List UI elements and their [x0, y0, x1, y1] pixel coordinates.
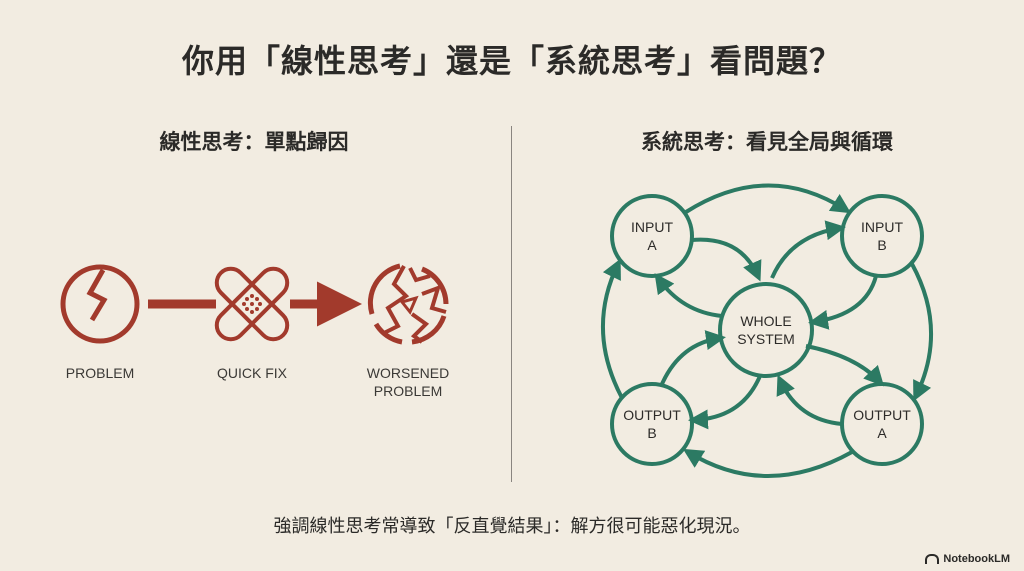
notebooklm-icon [925, 554, 940, 564]
node-whole-system [718, 282, 814, 378]
node-label-input-a: INPUT A [631, 219, 673, 253]
arrow-whole-to-inputb [770, 220, 846, 279]
problem-icon [60, 264, 140, 344]
brand-logo: NotebookLM [925, 553, 1010, 565]
panel-divider [511, 126, 512, 482]
arrow-outputa-to-whole [776, 374, 843, 426]
linear-heading: 線性思考：單點歸因 [159, 130, 349, 154]
arrow-whole-to-inputa [654, 273, 723, 318]
node-label-output-b: OUTPUT B [623, 407, 681, 441]
arrow-whole-to-outputb [688, 375, 762, 430]
node-label-whole-system: WHOLE SYSTEM [737, 313, 795, 347]
page-title: 你用「線性思考」還是「系統思考」看問題？ [181, 42, 842, 80]
node-label-input-b: INPUT B [861, 219, 903, 253]
arrow-inputb-to-outputa [910, 263, 933, 402]
arrow-whole-to-outputa [805, 344, 885, 387]
arrow-outputb-to-whole [660, 330, 726, 385]
bandage-icon [214, 266, 290, 342]
node-input-a [610, 194, 694, 278]
node-label-output-a: OUTPUT A [853, 407, 911, 441]
arrow-outputb-to-inputa [600, 258, 624, 399]
systems-heading: 系統思考：看見全局與循環 [641, 130, 893, 154]
footer-note: 強調線性思考常導致「反直覺結果」：解方很可能惡化現況。 [273, 516, 751, 537]
brand-name: NotebookLM [943, 553, 1010, 565]
arrow-inputb-to-whole [808, 275, 878, 330]
arrow-inputa-to-whole [691, 237, 762, 282]
worsened-problem-label: WORSENED PROBLEM [366, 365, 450, 399]
quick-fix-label: QUICK FIX [216, 365, 287, 381]
arrow-inputa-to-inputb [684, 183, 852, 214]
problem-label: PROBLEM [65, 365, 135, 381]
arrow-outputa-to-outputb [682, 448, 853, 478]
shattered-circle-icon [367, 263, 449, 345]
